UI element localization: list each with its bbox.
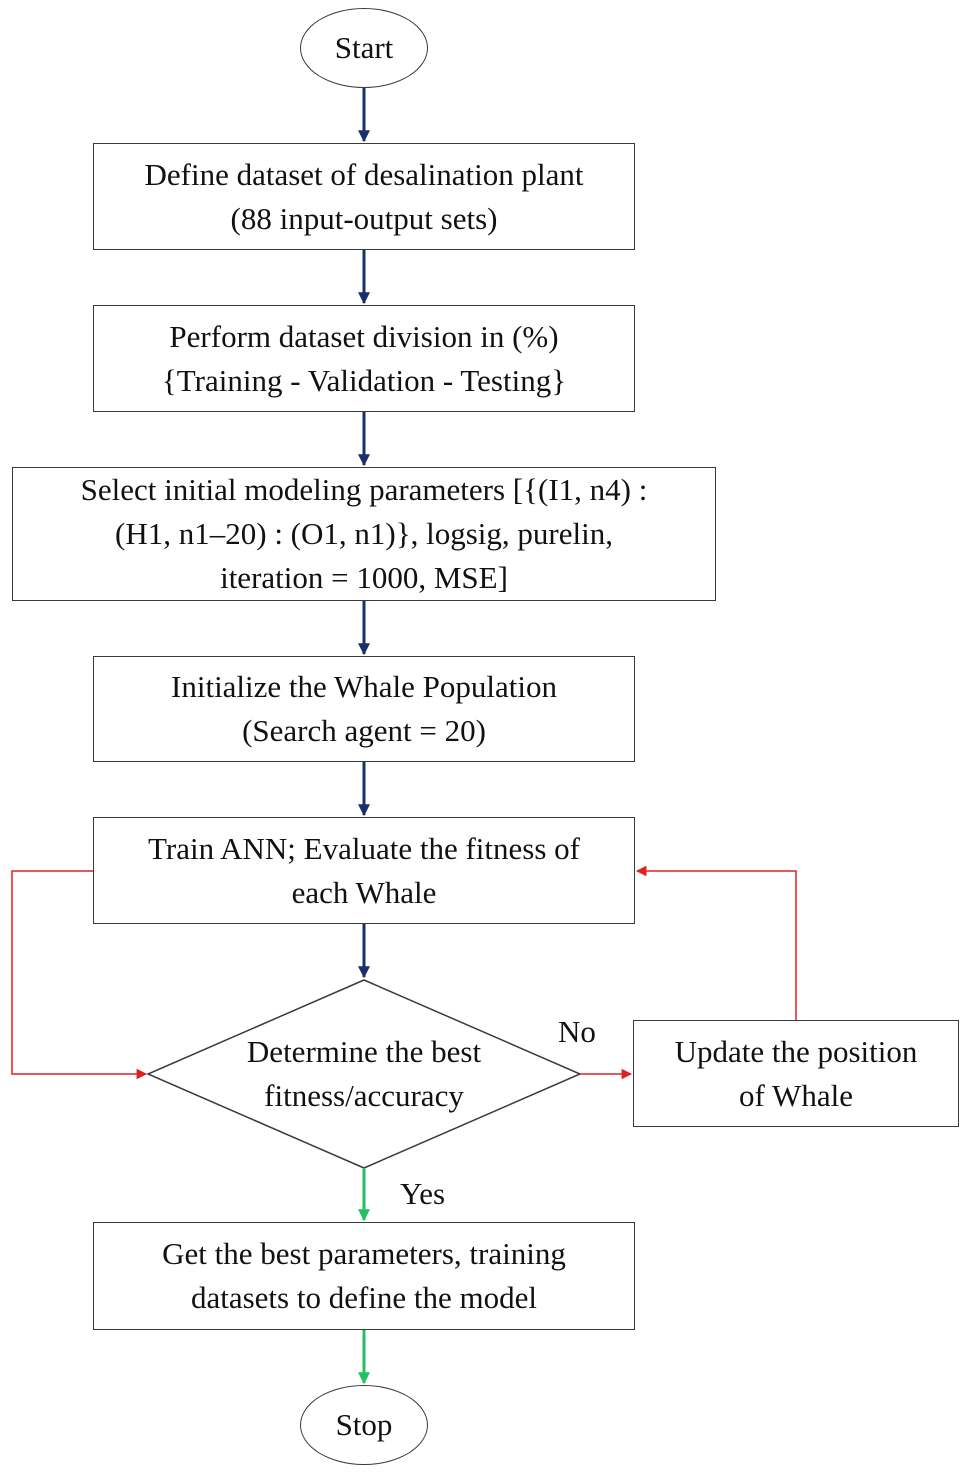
stop-label: Stop xyxy=(335,1407,393,1442)
define-dataset-box: Define dataset of desalination plant (88… xyxy=(93,143,635,250)
decision-text: Determine the best fitness/accuracy xyxy=(168,1030,560,1118)
arrow-train-loop-to-decision xyxy=(11,870,148,1080)
train-ann-line1: Train ANN; Evaluate the fitness of xyxy=(148,830,580,866)
train-ann-box: Train ANN; Evaluate the fitness of each … xyxy=(93,817,635,924)
modeling-parameters-line1: Select initial modeling parameters [{(I1… xyxy=(80,472,648,507)
yes-label: Yes xyxy=(400,1176,446,1211)
stop-terminal: Stop xyxy=(300,1385,428,1465)
decision-line2: fitness/accuracy xyxy=(264,1078,464,1113)
no-label: No xyxy=(558,1014,596,1049)
update-position-line1: Update the position xyxy=(674,1033,918,1069)
best-parameters-line1: Get the best parameters, training xyxy=(162,1236,566,1271)
dataset-division-line1: Perform dataset division in (%) xyxy=(169,318,559,354)
define-dataset-line2: (88 input-output sets) xyxy=(230,200,498,236)
start-terminal: Start xyxy=(300,8,428,88)
define-dataset-line1: Define dataset of desalination plant xyxy=(144,156,584,192)
arrow-update-to-train xyxy=(635,865,797,1020)
best-parameters-box: Get the best parameters, training datase… xyxy=(93,1222,635,1330)
initialize-population-box: Initialize the Whale Population (Search … xyxy=(93,656,635,762)
update-position-line2: of Whale xyxy=(739,1077,853,1113)
best-parameters-line2: datasets to define the model xyxy=(190,1280,538,1315)
update-position-box: Update the position of Whale xyxy=(633,1020,959,1127)
start-label: Start xyxy=(334,30,394,65)
initialize-population-line2: (Search agent = 20) xyxy=(242,713,486,748)
decision-line1: Determine the best xyxy=(246,1034,482,1069)
initialize-population-line1: Initialize the Whale Population xyxy=(171,669,557,704)
dataset-division-line2: {Training - Validation - Testing} xyxy=(161,362,567,398)
modeling-parameters-line2: (H1, n1–20) : (O1, n1)}, logsig, purelin… xyxy=(115,516,613,551)
dataset-division-box: Perform dataset division in (%) {Trainin… xyxy=(93,305,635,412)
modeling-parameters-box: Select initial modeling parameters [{(I1… xyxy=(12,467,716,601)
train-ann-line2: each Whale xyxy=(291,874,437,910)
modeling-parameters-line3: iteration = 1000, MSE] xyxy=(220,560,508,595)
